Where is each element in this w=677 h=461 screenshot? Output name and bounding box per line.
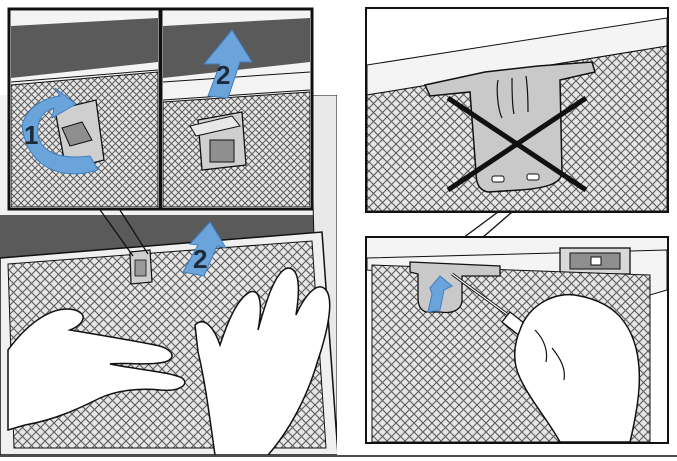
inset-step-1: 1	[7, 7, 162, 211]
cross-icon	[446, 95, 588, 193]
lift-arrow-main: 2	[182, 221, 228, 277]
curved-arrow-icon	[21, 87, 99, 175]
right-hand	[194, 267, 331, 455]
step-1-label: 1	[24, 120, 38, 150]
inset-step-2: 2	[159, 7, 314, 211]
step-2-top-label: 2	[216, 60, 230, 90]
hand-with-screwdriver	[514, 294, 641, 442]
left-hand	[7, 308, 186, 432]
panel-correct-method	[365, 236, 669, 444]
metal-clip	[423, 61, 596, 193]
step-2-main-label: 2	[193, 244, 207, 274]
up-arrow-icon: 2	[202, 29, 253, 99]
panel-incorrect-method	[365, 7, 669, 213]
